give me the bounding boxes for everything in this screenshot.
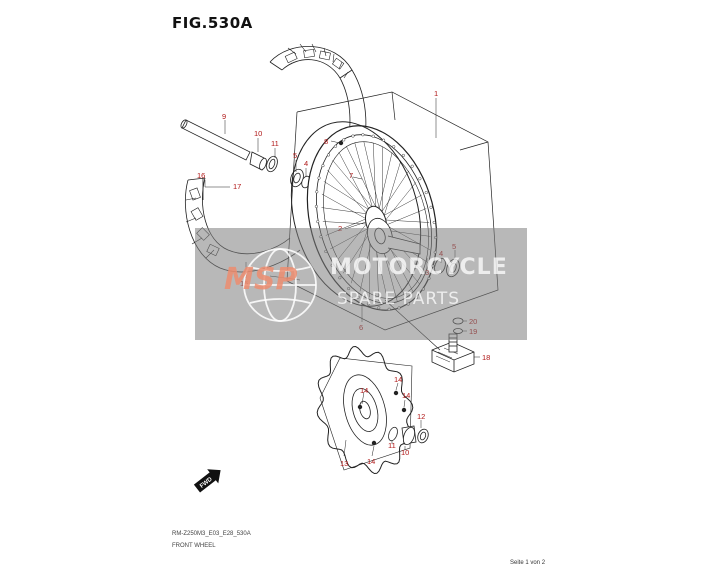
spoke-nipple — [361, 133, 365, 137]
axle-spacer — [401, 425, 417, 446]
callout-18: 18 — [482, 353, 490, 362]
collar — [417, 428, 429, 444]
watermark-line2: SPARE PARTS — [337, 289, 461, 309]
callout-14: 14 — [402, 391, 410, 400]
spoke-nipple — [316, 220, 320, 224]
spoke-nipple — [410, 164, 414, 168]
front-axle — [180, 119, 251, 161]
spoke-nipple — [371, 134, 375, 138]
spoke — [346, 146, 378, 211]
callout-13: 13 — [340, 459, 348, 468]
disc-bolt — [357, 390, 407, 446]
spoke — [327, 169, 370, 217]
callout-4: 4 — [304, 159, 308, 168]
rim-lock — [431, 333, 475, 373]
spoke — [332, 159, 375, 211]
spoke-nipple — [315, 190, 319, 194]
callout-10: 10 — [401, 448, 409, 457]
callout-14: 14 — [367, 457, 375, 466]
oil-seal — [266, 155, 278, 173]
spoke-nipple — [326, 153, 331, 157]
callout-5: 5 — [293, 151, 297, 160]
spoke — [354, 142, 374, 211]
callout-10: 10 — [254, 129, 262, 138]
fwd-arrow-icon: FWD — [193, 469, 221, 493]
callout-12: 12 — [417, 412, 425, 421]
watermark-line1: MOTORCYCLE — [330, 255, 508, 280]
diagram-name: FRONT WHEEL — [172, 543, 216, 549]
brake-disc — [316, 345, 414, 475]
spoke — [383, 219, 430, 223]
callout-16: 16 — [197, 171, 205, 180]
watermark-panel — [195, 228, 527, 340]
spoke — [383, 208, 427, 227]
spoke-nipple — [392, 145, 396, 149]
spoke-nipple — [342, 138, 346, 142]
spoke — [383, 182, 417, 223]
spoke-nipple — [429, 205, 433, 209]
spoke — [323, 181, 373, 212]
spoke — [321, 193, 369, 221]
spoke-nipple — [432, 220, 436, 224]
spoke-nipple — [382, 138, 386, 142]
spoke-nipple — [333, 144, 338, 148]
callout-14: 14 — [360, 386, 368, 395]
spoke-nipple — [321, 164, 325, 168]
axle-spacer — [249, 151, 267, 171]
page-info: Seite 1 von 2 — [510, 560, 546, 566]
spoke-nipple — [351, 134, 355, 138]
watermark-globe-icon — [243, 248, 317, 322]
callout-14: 14 — [394, 375, 402, 384]
spoke — [380, 170, 410, 213]
callout-8: 8 — [324, 137, 328, 146]
spoke-nipple — [424, 191, 428, 195]
spoke-nipple — [401, 153, 405, 157]
callout-1: 1 — [434, 89, 438, 98]
callout-9: 9 — [222, 112, 226, 121]
spoke-nipple — [317, 176, 321, 180]
figure-title: FIG.530A — [172, 14, 253, 32]
spoke — [363, 141, 381, 212]
model-code: RM-Z250M3_E03_E28_530A — [172, 531, 251, 537]
callout-11: 11 — [271, 139, 279, 148]
callout-7: 7 — [349, 171, 353, 180]
callout-11: 11 — [388, 441, 396, 450]
spoke — [373, 142, 377, 211]
spoke — [381, 146, 383, 215]
watermark-logo: MSP — [224, 262, 298, 297]
spoke — [338, 152, 372, 213]
spoke — [383, 160, 402, 218]
spoke-nipple — [314, 204, 318, 208]
spoke-nipple — [418, 177, 422, 181]
callout-17: 17 — [233, 182, 241, 191]
spoke — [382, 194, 422, 217]
spoke — [378, 152, 393, 211]
spoke — [321, 207, 370, 215]
